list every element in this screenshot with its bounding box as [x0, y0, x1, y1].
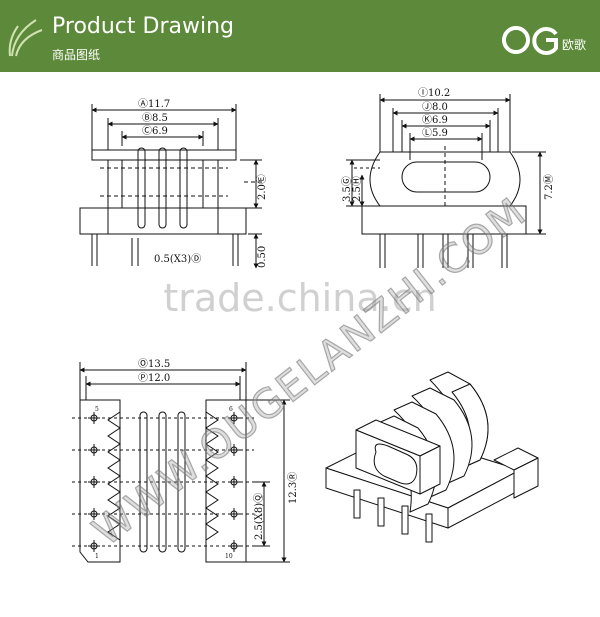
front-view — [79, 104, 262, 269]
dim-a-label: Ⓐ11.7 — [138, 98, 170, 110]
dim-j-label: Ⓙ8.0 — [422, 101, 448, 113]
header-banner: Product Drawing 商品图纸 欧歌 — [0, 0, 600, 72]
dim-o-label: Ⓞ13.5 — [138, 358, 170, 370]
leaf-logo-icon — [8, 19, 43, 57]
dim-f-label: 0.50 — [257, 246, 268, 268]
side-view — [346, 94, 546, 268]
dim-b-label: Ⓑ8.5 — [142, 112, 168, 124]
dim-h-label: 2.5Ⓗ — [351, 176, 363, 202]
product-drawing: Ⓐ11.7 Ⓑ8.5 Ⓒ6.9 0.5(X3)Ⓓ 2.0Ⓔ 0.50 — [72, 87, 555, 563]
dim-d-label: 0.5(X3)Ⓓ — [154, 253, 201, 265]
top-view-pin-markers — [88, 412, 240, 552]
dim-l-label: Ⓛ5.9 — [422, 127, 448, 139]
pin-label-left-top: 5 — [95, 406, 99, 413]
page-title: Product Drawing — [52, 14, 235, 39]
pin-label-right-top: 6 — [229, 406, 233, 413]
dim-m-label: 7.2Ⓜ — [543, 174, 555, 200]
watermark-trade: trade.china.cn — [163, 276, 437, 320]
pin-label-right-bottom: 10 — [225, 553, 233, 560]
dim-i-label: Ⓘ10.2 — [418, 87, 450, 99]
og-brand-logo-icon — [502, 26, 558, 55]
dim-c-label: Ⓒ6.9 — [142, 125, 168, 137]
dim-r-label: 12.3Ⓡ — [287, 472, 299, 504]
top-view — [72, 362, 290, 563]
dim-p-label: Ⓟ12.0 — [138, 372, 170, 384]
dim-k-label: Ⓚ6.9 — [422, 114, 448, 126]
dim-e-label: 2.0Ⓔ — [256, 174, 268, 200]
isometric-view — [325, 371, 539, 543]
pin-label-left-bottom: 1 — [95, 553, 99, 560]
page-subtitle: 商品图纸 — [52, 48, 101, 62]
brand-name: 欧歌 — [562, 38, 587, 52]
dim-q-label: 2.5(X8)Ⓠ — [253, 493, 265, 540]
dim-g-label: 3.5Ⓖ — [341, 176, 353, 202]
